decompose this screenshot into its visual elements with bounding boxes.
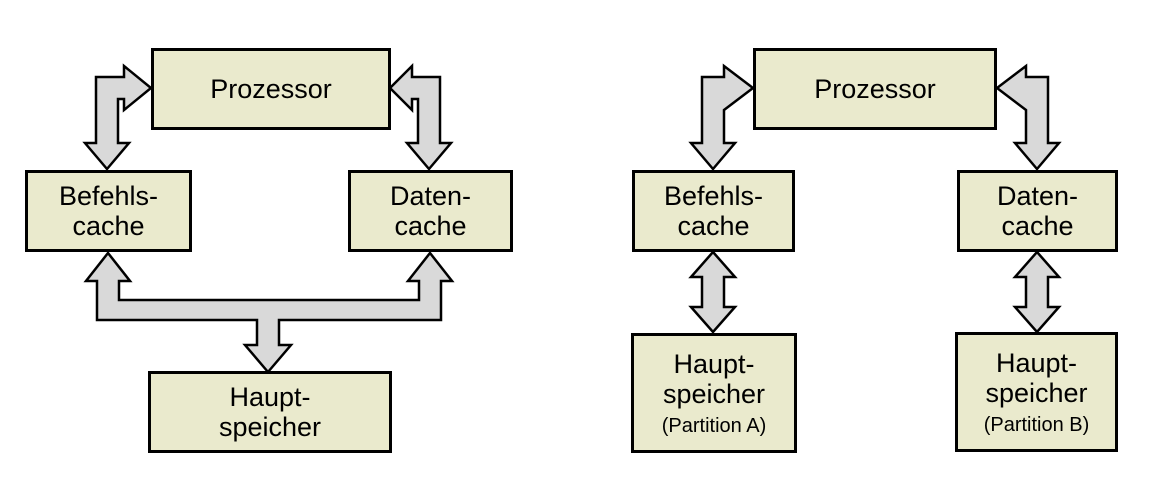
left-processor-box: Prozessor — [151, 48, 391, 130]
right-main-memory-partition-b-box: Haupt- speicher (Partition B) — [955, 332, 1118, 452]
right-data-cache-label: Daten- cache — [996, 180, 1079, 241]
right-data-cache-box: Daten- cache — [957, 170, 1118, 252]
right-processor-data-cache-arrow — [994, 63, 1062, 171]
left-data-cache-label: Daten- cache — [389, 180, 472, 241]
right-processor-label: Prozessor — [814, 73, 936, 104]
left-instruction-cache-label: Befehls- cache — [58, 180, 159, 241]
left-main-memory-caches-trident-arrow — [83, 250, 455, 374]
right-main-memory-a-sublabel: (Partition A) — [661, 415, 767, 438]
left-data-cache-box: Daten- cache — [348, 170, 513, 252]
left-processor-data-cache-arrow — [388, 62, 454, 171]
right-main-memory-partition-a-box: Haupt- speicher (Partition A) — [631, 333, 797, 453]
left-main-memory-label: Haupt- speicher — [218, 381, 322, 442]
left-instruction-cache-box: Befehls- cache — [25, 170, 192, 252]
right-processor-box: Prozessor — [753, 48, 997, 130]
left-main-memory-box: Haupt- speicher — [148, 371, 392, 453]
right-instruction-cache-label: Befehls- cache — [663, 180, 764, 241]
left-processor-label: Prozessor — [210, 73, 332, 104]
right-main-memory-b-label: Haupt- speicher — [985, 347, 1088, 408]
right-main-memory-b-sublabel: (Partition B) — [983, 414, 1090, 437]
right-data-cache-memory-b-arrow — [1012, 250, 1062, 334]
left-processor-instruction-cache-arrow — [82, 63, 153, 171]
right-instruction-cache-memory-a-arrow — [688, 250, 738, 334]
right-main-memory-a-label: Haupt- speicher — [662, 348, 766, 409]
right-processor-instruction-cache-arrow — [688, 63, 756, 171]
right-instruction-cache-box: Befehls- cache — [632, 170, 795, 252]
